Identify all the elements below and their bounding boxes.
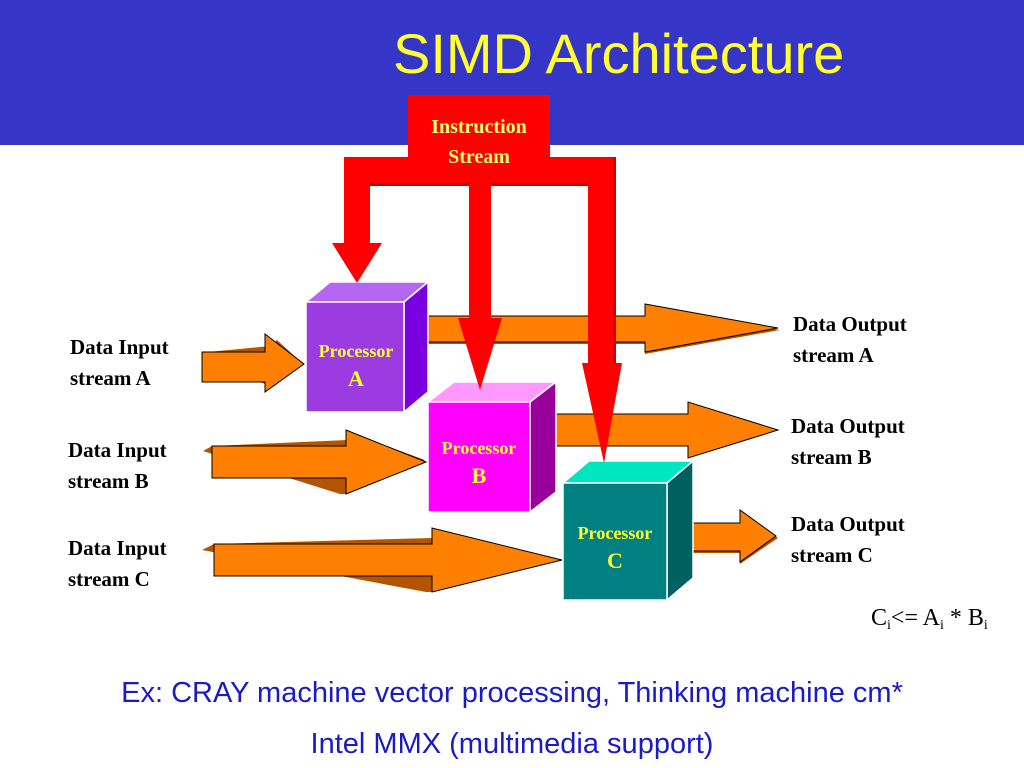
input-b-line2: stream B (68, 469, 149, 493)
formula-bi: i (983, 618, 988, 633)
output-c-line1: Data Output (791, 512, 905, 536)
input-label-c: Data Input stream C (68, 533, 167, 595)
processor-c-label: Processor C (563, 519, 667, 575)
page-title: SIMD Architecture (393, 22, 845, 85)
instruction-stream-label: Instruction Stream (408, 112, 550, 172)
input-c-line1: Data Input (68, 536, 167, 560)
input-b-line1: Data Input (68, 438, 167, 462)
footer-line2: Intel MMX (multimedia support) (310, 728, 714, 760)
output-label-b: Data Output stream B (791, 411, 905, 473)
output-b-line1: Data Output (791, 414, 905, 438)
formula: Ci<= Ai * Bi (871, 605, 988, 634)
processor-b-cube (425, 380, 559, 514)
instruction-stream (332, 95, 622, 463)
input-label-b: Data Input stream B (68, 435, 167, 497)
processor-b-line1: Processor (441, 438, 517, 458)
output-a-line2: stream A (793, 343, 874, 367)
formula-mul: * B (943, 605, 984, 631)
output-arrow-c (692, 509, 778, 564)
processor-b-line2: B (471, 463, 487, 488)
input-a-line1: Data Input (70, 335, 169, 359)
output-label-a: Data Output stream A (793, 309, 907, 371)
output-a-line1: Data Output (793, 312, 907, 336)
footer-line1: Ex: CRAY machine vector processing, Thin… (121, 677, 903, 709)
processor-a-label: Processor A (306, 337, 406, 393)
output-arrow-b (555, 401, 780, 459)
input-arrow-c (202, 527, 563, 593)
instruction-line1: Instruction (431, 116, 527, 138)
processor-a-line2: A (348, 366, 364, 391)
input-c-line2: stream C (68, 567, 150, 591)
output-label-c: Data Output stream C (791, 509, 905, 571)
processor-b-label: Processor B (428, 434, 530, 490)
processor-c-line2: C (607, 548, 623, 573)
input-arrow-a (201, 332, 305, 393)
formula-ai: i (939, 618, 944, 633)
formula-ci: i (887, 618, 891, 633)
processor-a-line1: Processor (318, 341, 394, 361)
instruction-line2: Stream (448, 146, 510, 168)
output-c-line2: stream C (791, 543, 873, 567)
formula-c: C (871, 605, 888, 631)
formula-op: <= A (890, 605, 940, 631)
processor-c-line1: Processor (577, 523, 653, 543)
processor-a-cube (303, 280, 431, 414)
input-a-line2: stream A (70, 366, 151, 390)
output-b-line2: stream B (791, 445, 872, 469)
input-arrow-b (203, 429, 428, 495)
processor-c-cube (560, 459, 696, 602)
input-label-a: Data Input stream A (70, 332, 169, 394)
